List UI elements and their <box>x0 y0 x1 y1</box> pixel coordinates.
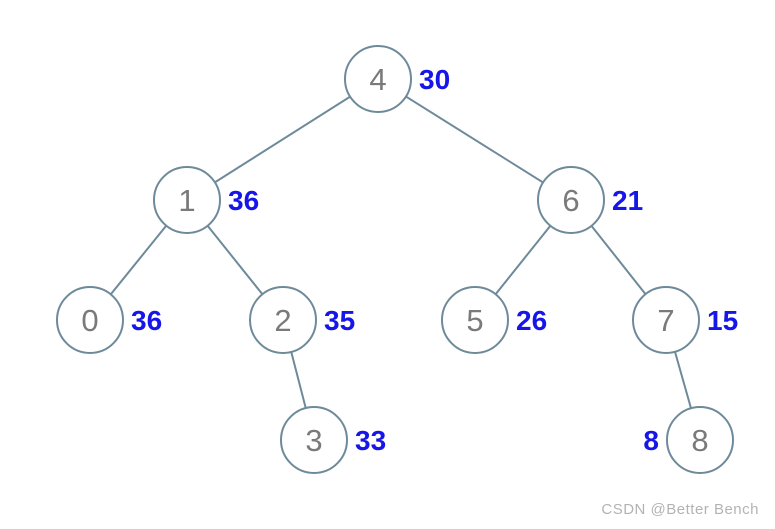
node-value-label: 8 <box>643 425 659 456</box>
tree-node-8: 88 <box>643 406 734 474</box>
tree-node-1: 1 36 <box>153 166 259 234</box>
node-index-label: 4 <box>369 62 386 97</box>
node-circle <box>666 406 734 474</box>
tree-node-0: 0 36 <box>56 286 162 354</box>
tree-edge-4-6 <box>377 78 572 201</box>
node-value-label: 33 <box>355 425 386 456</box>
node-value-label: 30 <box>419 64 450 95</box>
node-index-label: 1 <box>178 183 195 218</box>
tree-edge-4-1 <box>186 78 379 201</box>
node-index-label: 7 <box>657 303 674 338</box>
tree-node-5: 5 26 <box>441 286 547 354</box>
node-index-label: 3 <box>305 423 322 458</box>
node-index-label: 0 <box>81 303 98 338</box>
tree-node-2: 2 35 <box>249 286 355 354</box>
node-circle <box>537 166 605 234</box>
node-value-label: 21 <box>612 185 643 216</box>
tree-node-7: 7 15 <box>632 286 738 354</box>
node-value-label: 36 <box>228 185 259 216</box>
node-circle <box>280 406 348 474</box>
node-value-label: 26 <box>516 305 547 336</box>
tree-node-4: 4 30 <box>344 45 450 113</box>
node-index-label: 5 <box>466 303 483 338</box>
node-circle <box>249 286 317 354</box>
watermark: CSDN @Better Bench <box>601 501 759 518</box>
tree-node-6: 6 21 <box>537 166 643 234</box>
node-index-label: 8 <box>691 423 708 458</box>
node-value-label: 35 <box>324 305 355 336</box>
node-value-label: 36 <box>131 305 162 336</box>
node-circle <box>632 286 700 354</box>
node-value-label: 15 <box>707 305 738 336</box>
node-circle <box>153 166 221 234</box>
node-index-label: 6 <box>562 183 579 218</box>
node-circle <box>344 45 412 113</box>
node-index-label: 2 <box>274 303 291 338</box>
node-circle <box>56 286 124 354</box>
node-circle <box>441 286 509 354</box>
